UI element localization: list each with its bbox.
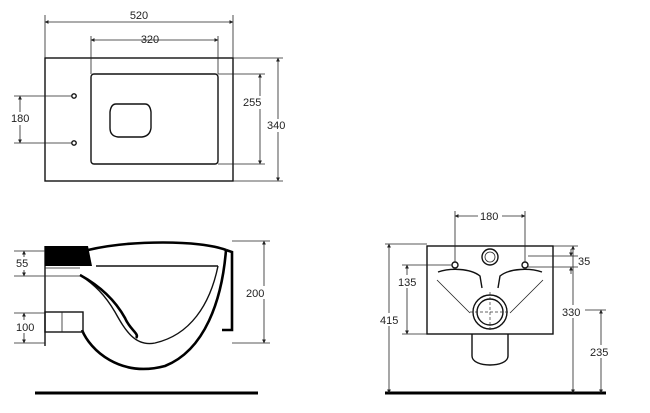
- dim-bolt-height: 135: [398, 277, 416, 289]
- fixing-hole-bottom: [71, 140, 77, 146]
- bowl-opening: [109, 103, 152, 138]
- top-outline: [44, 57, 234, 182]
- bowl-outer-curve: [80, 249, 228, 371]
- trapway: [79, 273, 139, 339]
- bowl-shoulders: [437, 268, 543, 289]
- dim-bowl-depth: 255: [243, 97, 261, 109]
- bowl-inner-curve: [79, 265, 219, 345]
- bowl-outline: [90, 73, 219, 165]
- dim-fixing-height: 330: [562, 307, 580, 319]
- dim-bolt-offset: 35: [578, 256, 590, 268]
- dim-overall-depth: 340: [267, 120, 285, 132]
- dim-height: 200: [246, 288, 264, 300]
- bowl-lower: [471, 334, 509, 366]
- dim-bowl-width: 320: [141, 34, 159, 46]
- outlet-spigot: [44, 311, 84, 333]
- water-inlet: [481, 248, 499, 266]
- fixing-hole-top: [71, 93, 77, 99]
- wall-plate: [426, 245, 554, 335]
- bolt-hole-right: [521, 261, 529, 269]
- bolt-hole-left: [451, 261, 459, 269]
- dim-outlet-height-front: 235: [590, 347, 608, 359]
- bowl-sides: [436, 279, 544, 314]
- dim-bolt-spacing-front: 180: [480, 211, 498, 223]
- rim-top: [87, 241, 227, 252]
- dim-inlet-height: 55: [16, 258, 28, 270]
- dim-overall-width: 520: [130, 10, 148, 22]
- dim-overall-height: 415: [380, 315, 398, 327]
- rim-section: [45, 246, 92, 266]
- top-view: 520 320 180 255 340: [9, 10, 290, 182]
- front-view: 180 35 135 415 330 235: [379, 209, 613, 395]
- side-view: 200 55 100: [14, 240, 270, 395]
- outer-wall: [222, 248, 234, 332]
- dim-bolt-spacing-top: 180: [11, 113, 29, 125]
- dim-outlet-height: 100: [16, 322, 34, 334]
